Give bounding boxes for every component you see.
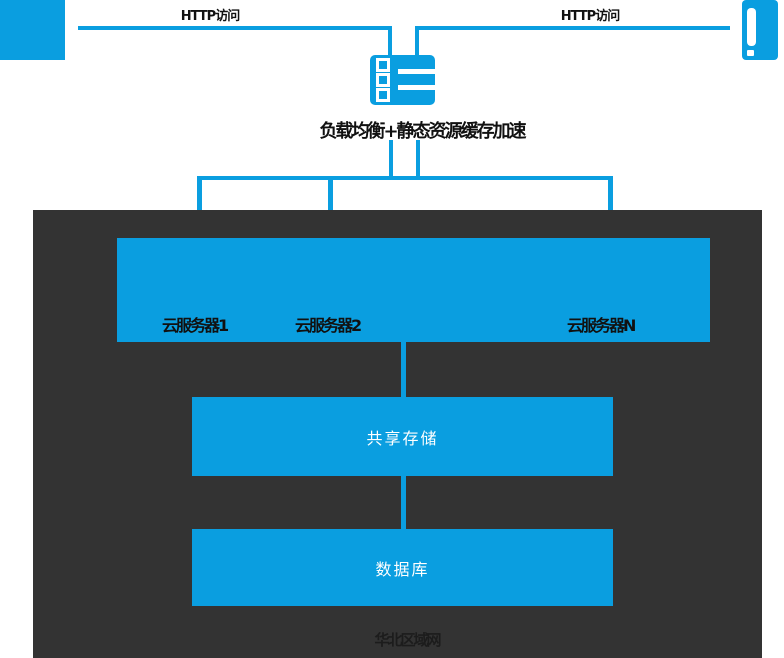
server-port-icon xyxy=(376,88,390,102)
client-pc-icon xyxy=(0,0,65,60)
server-slot-divider xyxy=(398,69,435,74)
shared-storage-box: 共享存储 xyxy=(192,397,613,476)
http-access-label-right: HTTP访问 xyxy=(560,9,620,24)
cloud-servers-box: 云服务器1 云服务器2 云服务器N xyxy=(117,238,710,342)
database-box: 数据库 xyxy=(192,529,613,606)
http-line-left xyxy=(78,26,392,30)
phone-home-button-shape xyxy=(747,50,754,56)
region-caption: 华北区域网 xyxy=(374,631,441,649)
cloud-server-n-label: 云服务器N xyxy=(567,316,636,335)
server-port-icon xyxy=(376,58,390,72)
server-port-icon xyxy=(376,73,390,87)
fanout-bus-line xyxy=(197,176,613,180)
storage-database-connector xyxy=(401,476,406,529)
lb-out-line-left xyxy=(389,140,393,178)
http-access-label-left: HTTP访问 xyxy=(180,9,240,24)
fanout-drop-2 xyxy=(328,176,333,238)
database-label: 数据库 xyxy=(375,559,430,579)
http-drop-right xyxy=(415,26,419,56)
phone-screen-shape xyxy=(747,8,756,46)
shared-storage-label: 共享存储 xyxy=(366,428,439,448)
cloud-server-2-label: 云服务器2 xyxy=(295,316,362,335)
load-balancer-icon xyxy=(370,55,435,105)
http-line-right xyxy=(415,26,730,30)
server-slot-divider xyxy=(398,85,435,90)
fanout-drop-3 xyxy=(608,176,613,238)
fanout-drop-1 xyxy=(197,176,202,238)
client-mobile-icon xyxy=(742,0,778,60)
lb-out-line-right xyxy=(416,140,420,178)
load-balancer-caption: 负载均衡+静态资源缓存加速 xyxy=(319,121,526,142)
http-drop-left xyxy=(388,26,392,56)
servers-storage-connector xyxy=(401,342,406,397)
cloud-server-1-label: 云服务器1 xyxy=(162,316,229,335)
